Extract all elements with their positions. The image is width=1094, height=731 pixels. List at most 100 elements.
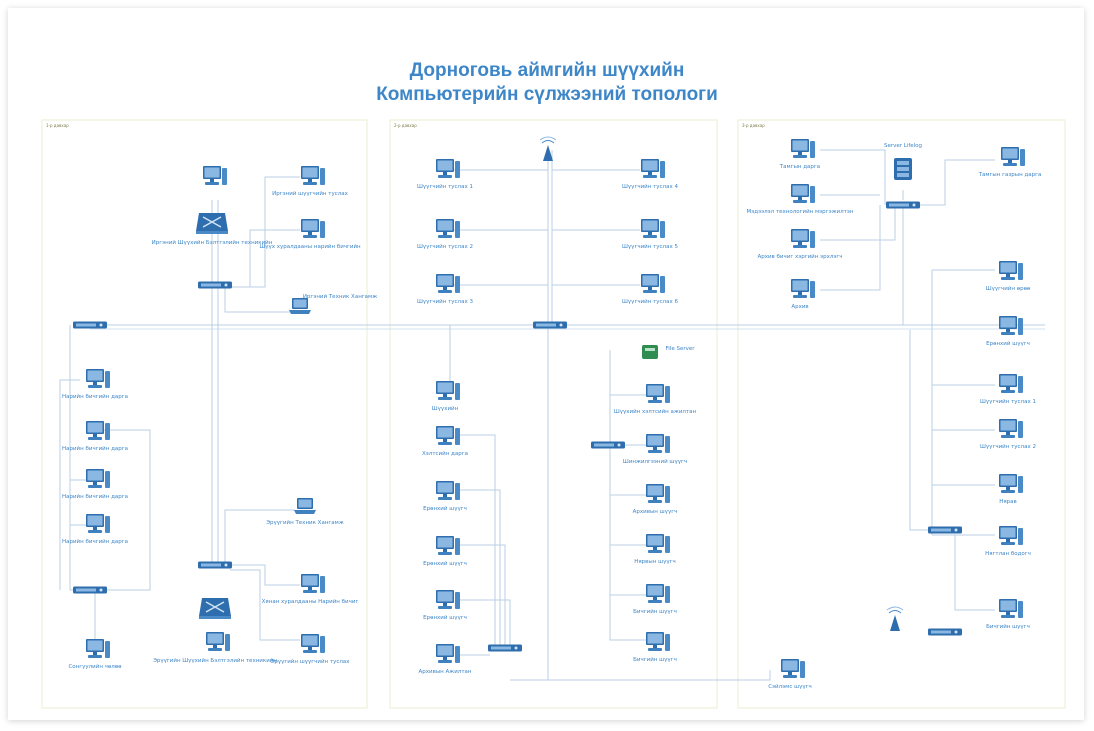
pc-icon xyxy=(436,590,460,609)
pc-icon xyxy=(999,526,1023,545)
p3-tr-label: Тамгын газрын дарга xyxy=(978,172,1042,178)
server-icon xyxy=(894,158,912,180)
pc-icon xyxy=(999,316,1023,335)
pc-icon xyxy=(646,534,670,553)
pc-icon xyxy=(1001,147,1025,166)
p2-rr3-label: Архивын шүүгч xyxy=(633,509,678,515)
p3-r5-label: Нярав xyxy=(999,499,1017,505)
p2-rr6-label: Бичгийн шүүгч xyxy=(633,656,677,663)
p1-r3-label: Хянан хуралдааны Нарийн бичиг xyxy=(262,598,359,605)
p3-r4-label: Шүүгчийн туслах 2 xyxy=(980,443,1036,450)
pc-icon xyxy=(646,484,670,503)
p3-r2-label: Ерөнхий шүүгч xyxy=(986,340,1030,347)
pc-icon xyxy=(646,584,670,603)
laptop-icon xyxy=(294,498,316,514)
p2-m2-label: Хэлтсийн дарга xyxy=(422,450,468,457)
p1-laptop1-label: Иргэний Техник Хангамж xyxy=(303,293,377,300)
switch-floor-2-main xyxy=(533,321,567,329)
pc-icon xyxy=(203,166,227,185)
pc-icon xyxy=(86,514,110,533)
floor-1-panel xyxy=(41,119,368,709)
p2-m3-label: Ерөнхий шүүгч xyxy=(423,505,467,512)
pc-icon xyxy=(436,381,460,400)
pc-icon xyxy=(301,634,325,653)
file-server-icon xyxy=(642,345,658,359)
p2-rr2-label: Шинжилгээний шүүгч xyxy=(623,458,687,465)
p3-l4-label: Архив xyxy=(791,304,808,310)
p1-l3-label: Нарийн бичгийн дарга xyxy=(62,493,128,500)
pc-icon xyxy=(436,481,460,500)
p2-rr1-label: Шүүхийн хэлтсийн ажилтан xyxy=(614,408,697,415)
p2-r1-label: Шүүгчийн туслах 4 xyxy=(622,183,678,190)
wireless-antenna-icon xyxy=(886,606,904,632)
p3-r3-label: Шүүгчийн туслах 1 xyxy=(980,398,1036,405)
pc-icon xyxy=(999,474,1023,493)
pc-icon xyxy=(781,659,805,678)
p3-r1-label: Шүүгчийн өрөө xyxy=(986,285,1031,292)
pc-icon xyxy=(301,219,325,238)
laptop-icon xyxy=(289,298,311,314)
pc-icon xyxy=(791,229,815,248)
p2-file-label: File Server xyxy=(666,346,696,352)
pc-icon xyxy=(646,384,670,403)
p1-laptop2-label: Эрүүгийн Техник Хангамж xyxy=(266,519,344,526)
p2-m6-label: Архивын Ажилтан xyxy=(419,669,472,675)
pc-icon xyxy=(646,632,670,651)
p3-bottom-label: Сэйлэмс шүүгч xyxy=(768,683,812,690)
p2-m5-label: Ерөнхий шүүгч xyxy=(423,614,467,621)
pc-icon xyxy=(999,419,1023,438)
switch-floor-3-wireless xyxy=(928,628,962,636)
pc-icon xyxy=(301,166,325,185)
floor-2-label: 2-р давхар xyxy=(394,123,417,128)
pc-icon xyxy=(86,469,110,488)
switch-floor-2-right xyxy=(591,441,625,449)
floor-3-label: 3-р давхар xyxy=(742,123,765,128)
router-icon xyxy=(195,212,229,235)
p1-r1-label: Иргэний шүүгчийн туслах xyxy=(272,190,349,197)
p2-rr5-label: Бичгийн шүүгч xyxy=(633,608,677,615)
p3-l1-label: Тамгын дарга xyxy=(779,164,820,170)
router-icon xyxy=(198,597,232,620)
p1-l4-label: Нарийн бичгийн дарга xyxy=(62,538,128,545)
pc-icon xyxy=(436,159,460,178)
diagram-page xyxy=(8,8,1084,720)
p1-r4-label: Эрүүгийн шүүгчийн туслах xyxy=(270,658,350,665)
pc-icon xyxy=(791,279,815,298)
p2-m1-label: Шүүхийн xyxy=(432,405,459,412)
pc-icon xyxy=(999,374,1023,393)
title-line-1: Дорноговь аймгийн шүүхийн xyxy=(409,60,685,81)
pc-icon xyxy=(436,644,460,663)
p1-l1-label: Нарийн бичгийн дарга xyxy=(62,393,128,400)
floor-1-label: 1-р давхар xyxy=(46,123,69,128)
switch-floor-2-bottom xyxy=(488,644,522,652)
p1-r2-label: Шүүх хуралдааны нарийн бичгийн xyxy=(259,243,361,250)
p1-l5-label: Сонгуулийн чөлөө xyxy=(68,663,122,670)
pc-icon xyxy=(436,274,460,293)
p2-l3-label: Шүүгчийн туслах 3 xyxy=(417,298,473,305)
switch-floor-1-lower xyxy=(198,561,232,569)
pc-icon xyxy=(436,426,460,445)
floor-3-panel xyxy=(737,119,1066,709)
p2-m4-label: Ерөнхий шүүгч xyxy=(423,560,467,567)
p3-server-label: Server Lifelog xyxy=(884,143,922,149)
pc-icon xyxy=(436,219,460,238)
switch-floor-3-bottom xyxy=(928,526,962,534)
p1-switch-bot-label: Эрүүгийн Шүүхийн Бэлтгэлийн техникийн xyxy=(153,657,277,664)
p2-r3-label: Шүүгчийн туслах 6 xyxy=(622,298,678,305)
pc-icon xyxy=(641,274,665,293)
p3-r7-label: Бичгийн шүүгч xyxy=(986,623,1030,630)
pc-icon xyxy=(791,139,815,158)
pc-icon xyxy=(641,219,665,238)
p1-switch-top-label: Иргэний Шүүхийн Бэлтгэлийн техникийн xyxy=(152,239,273,246)
p2-l2-label: Шүүгчийн туслах 2 xyxy=(417,243,473,250)
pc-icon xyxy=(791,184,815,203)
switch-floor-3-top xyxy=(886,201,920,209)
switch-floor-1-bottom xyxy=(73,586,107,594)
p3-r6-label: Нягтлан бодогч xyxy=(985,551,1031,557)
p2-rr4-label: Нярвын шүүгч xyxy=(634,559,676,565)
floor-2-panel xyxy=(389,119,718,709)
p3-l3-label: Архив бичиг хэргийн эрхлэгч xyxy=(757,253,842,260)
pc-icon xyxy=(999,599,1023,618)
pc-icon xyxy=(641,159,665,178)
